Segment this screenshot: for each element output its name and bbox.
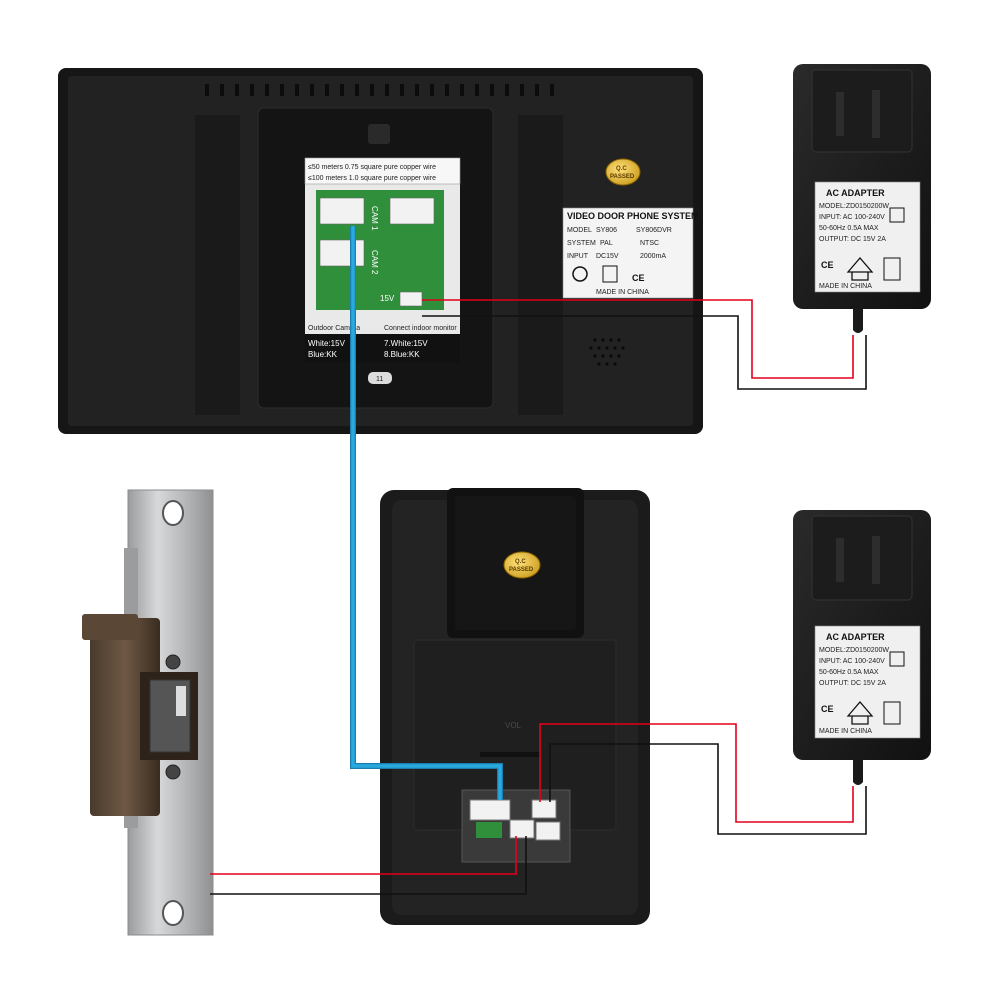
- adapter-bottom-strain-relief: [853, 760, 863, 785]
- double-insulation-icon: [889, 207, 905, 223]
- svg-text:PAL: PAL: [600, 240, 613, 247]
- svg-text:MODEL: MODEL: [567, 227, 592, 234]
- strike-body: [90, 618, 160, 816]
- svg-text:AC ADAPTER: AC ADAPTER: [826, 188, 885, 198]
- bin-icon: [883, 257, 901, 281]
- camera-power-connector: [531, 799, 557, 819]
- svg-text:INPUT: AC 100-240V: INPUT: AC 100-240V: [819, 214, 885, 221]
- house-icon: [846, 701, 874, 725]
- camera-pcb: [476, 822, 502, 838]
- camera-power-negative-wire: [549, 743, 867, 835]
- volume-label: VOL: [505, 721, 522, 730]
- monitor-hang-hole: [368, 124, 390, 144]
- electric-strike-lock: [82, 489, 214, 936]
- svg-text:SYSTEM: SYSTEM: [567, 240, 596, 247]
- ac-adapter-bottom: AC ADAPTER MODEL:ZD0150200W INPUT: AC 10…: [793, 510, 931, 785]
- svg-text:VIDEO DOOR PHONE SYSTEM: VIDEO DOOR PHONE SYSTEM: [567, 211, 699, 221]
- adapter-top-prong-right: [872, 90, 880, 138]
- svg-text:MODEL:ZD0150200W: MODEL:ZD0150200W: [819, 647, 889, 654]
- outdoor-camera-title: Outdoor Camera: [308, 325, 360, 332]
- strike-top-cap: [82, 614, 138, 640]
- bin-icon: [602, 265, 618, 283]
- svg-text:CE: CE: [821, 704, 834, 714]
- cam2-connector: [319, 239, 365, 267]
- svg-text:OUTPUT: DC 15V 2A: OUTPUT: DC 15V 2A: [819, 236, 886, 243]
- power-terminal: [399, 291, 423, 307]
- monitor-power-positive-wire: [422, 299, 854, 379]
- cam2-connector-top: [389, 197, 435, 225]
- monitor-vent-slots: [205, 84, 554, 96]
- wire-spec-table: [304, 157, 461, 185]
- power-terminal-label: 15V: [380, 294, 395, 303]
- camera-aux-connector: [535, 821, 561, 841]
- svg-text:CE: CE: [821, 260, 834, 270]
- camera-power-positive-wire: [539, 723, 854, 823]
- svg-text:INPUT: AC 100-240V: INPUT: AC 100-240V: [819, 658, 885, 665]
- instruction-strip: [305, 334, 460, 362]
- svg-text:PASSED: PASSED: [610, 174, 635, 180]
- ac-adapter-top: AC ADAPTER MODEL:ZD0150200W INPUT: AC 10…: [793, 64, 931, 333]
- adapter-top-strain-relief: [853, 309, 863, 333]
- cam2-label: CAM 2: [370, 250, 379, 275]
- strike-screw-top: [165, 654, 181, 670]
- adapter-bottom-prong-right: [872, 536, 880, 584]
- bin-icon: [883, 701, 901, 725]
- monitor-power-negative-wire: [422, 315, 867, 390]
- indoor-line1: 7.White:15V: [384, 339, 428, 348]
- signal-cable: [351, 226, 502, 800]
- adapter-top-prong-left: [836, 92, 844, 136]
- monitor-qc-seal: Q.C PASSED: [605, 158, 641, 186]
- monitor-left-rail: [195, 115, 240, 415]
- cam1-label: CAM 1: [370, 206, 379, 231]
- svg-text:MADE IN CHINA: MADE IN CHINA: [819, 283, 872, 290]
- svg-text:MODEL:ZD0150200W: MODEL:ZD0150200W: [819, 203, 889, 210]
- wire-spec-row1: ≤50 meters 0.75 square pure copper wire: [308, 164, 436, 171]
- house-icon: [846, 257, 874, 281]
- strike-screw-hole-bottom: [162, 900, 184, 926]
- svg-text:50-60Hz 0.5A MAX: 50-60Hz 0.5A MAX: [819, 669, 879, 676]
- outdoor-line2: Blue:KK: [308, 350, 338, 359]
- outdoor-line1: White:15V: [308, 339, 346, 348]
- svg-text:2000mA: 2000mA: [640, 253, 666, 260]
- monitor-speaker-grille: [589, 338, 625, 366]
- strike-screw-bottom: [165, 764, 181, 780]
- indoor-monitor: ≤50 meters 0.75 square pure copper wire …: [58, 68, 703, 434]
- wiring: [210, 226, 867, 895]
- svg-text:MADE IN CHINA: MADE IN CHINA: [819, 728, 872, 735]
- svg-text:SY806: SY806: [596, 227, 617, 234]
- adapter-bottom-prong-left: [836, 538, 844, 582]
- strike-screw-hole-top: [162, 500, 184, 526]
- wire-spec-row2: ≤100 meters 1.0 square pure copper wire: [308, 175, 436, 182]
- monitor-right-rail: [518, 115, 563, 415]
- svg-text:MADE IN CHINA: MADE IN CHINA: [596, 289, 649, 296]
- camera-lock-connector: [509, 819, 535, 839]
- port-number-badge: [368, 372, 392, 384]
- svg-text:NTSC: NTSC: [640, 240, 659, 247]
- svg-text:CE: CE: [632, 273, 645, 283]
- lock-positive-wire: [210, 836, 517, 875]
- svg-text:SY806DVR: SY806DVR: [636, 227, 672, 234]
- camera-qc-seal: Q.C PASSED: [503, 551, 541, 579]
- cam1-connector: [319, 197, 365, 225]
- indoor-monitor-title: Connect indoor monitor: [384, 325, 457, 332]
- camera-slot: [480, 752, 540, 757]
- lock-negative-wire: [210, 836, 527, 895]
- svg-text:PASSED: PASSED: [509, 567, 534, 573]
- port-number: 11: [376, 376, 383, 383]
- svg-text:AC ADAPTER: AC ADAPTER: [826, 632, 885, 642]
- svg-text:50-60Hz 0.5A MAX: 50-60Hz 0.5A MAX: [819, 225, 879, 232]
- camera-signal-connector: [469, 799, 511, 821]
- double-insulation-icon: [889, 651, 905, 667]
- monitor-spec-label: VIDEO DOOR PHONE SYSTEM MODEL SY806 SY80…: [562, 207, 699, 299]
- outdoor-camera-unit: Q.C PASSED VOL: [380, 488, 650, 925]
- strike-latch: [176, 686, 186, 716]
- svg-text:DC15V: DC15V: [596, 253, 619, 260]
- indoor-line2: 8.Blue:KK: [384, 350, 420, 359]
- svg-text:Q.C: Q.C: [515, 559, 526, 565]
- svg-text:OUTPUT: DC 15V 2A: OUTPUT: DC 15V 2A: [819, 680, 886, 687]
- recycle-icon: [572, 266, 588, 282]
- svg-text:Q.C: Q.C: [616, 166, 627, 172]
- svg-text:INPUT: INPUT: [567, 253, 589, 260]
